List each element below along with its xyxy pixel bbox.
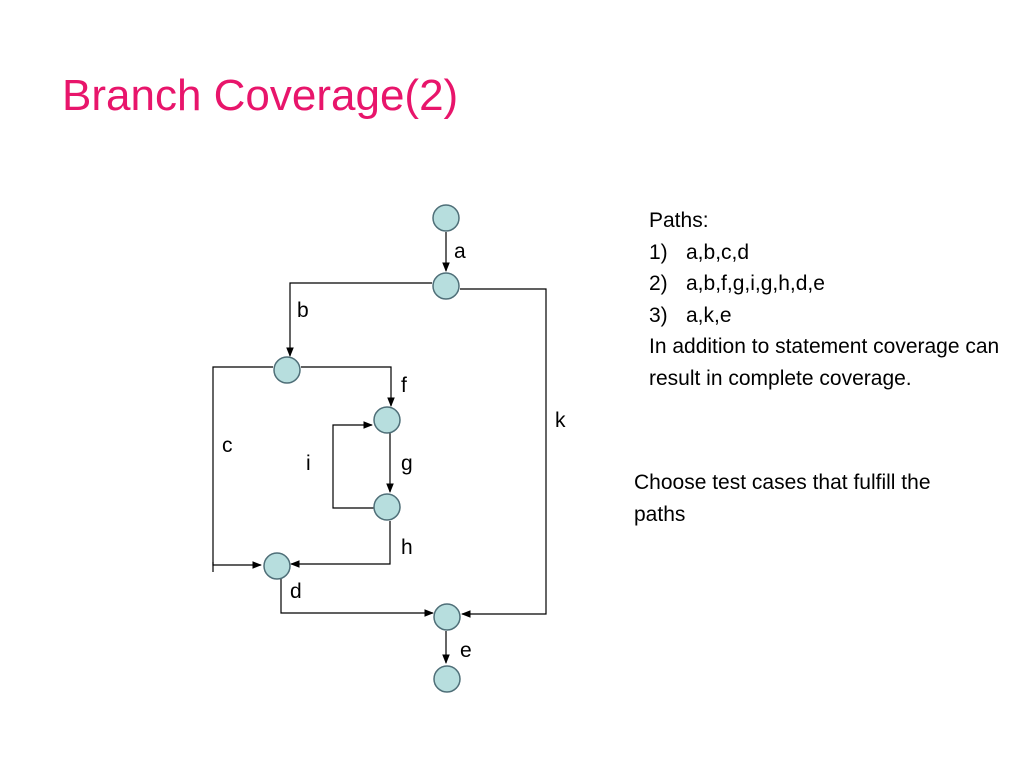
node-join-d — [263, 552, 291, 580]
edge-b — [286, 282, 432, 357]
path-text: a,b,c,d — [686, 240, 750, 264]
path-item: 1) a,b,c,d — [649, 237, 1014, 269]
path-item: 2) a,b,f,g,i,g,h,d,e — [649, 268, 1014, 300]
edge-f — [301, 366, 395, 407]
task-instruction: Choose test cases that fulfill the paths — [634, 471, 931, 526]
edge-c — [212, 366, 273, 569]
edge-h — [290, 521, 391, 568]
path-text: a,k,e — [686, 303, 732, 327]
edge-label-c: c — [222, 434, 233, 457]
node-end — [433, 665, 461, 693]
node-branch-left — [273, 356, 301, 384]
edge-label-g: g — [401, 452, 413, 475]
paths-list: 1) a,b,c,d 2) a,b,f,g,i,g,h,d,e 3) a,k,e — [649, 237, 1014, 332]
paths-block: Paths: 1) a,b,c,d 2) a,b,f,g,i,g,h,d,e 3… — [649, 205, 1014, 394]
edge-label-b: b — [297, 299, 309, 322]
node-loop-tail — [373, 493, 401, 521]
edge-label-k: k — [555, 409, 566, 432]
path-item: 3) a,k,e — [649, 300, 1014, 332]
node-start — [432, 204, 460, 232]
node-loop-head — [373, 406, 401, 434]
slide-title: Branch Coverage(2) — [62, 71, 459, 120]
edge-label-a: a — [454, 240, 466, 263]
coverage-note: In addition to statement coverage can re… — [649, 335, 1000, 390]
edge-d — [280, 578, 434, 617]
edge-label-i: i — [306, 452, 311, 475]
edge-label-f: f — [401, 374, 407, 397]
path-number: 3) — [649, 303, 668, 327]
path-number: 2) — [649, 272, 668, 295]
paths-heading: Paths: — [649, 209, 709, 232]
edge-k — [460, 288, 547, 618]
path-number: 1) — [649, 240, 668, 264]
node-branch-top — [432, 272, 460, 300]
node-join-e — [433, 603, 461, 631]
edge-label-e: e — [460, 639, 472, 662]
edge-i — [332, 421, 376, 509]
edge-label-d: d — [290, 580, 302, 603]
path-text: a,b,f,g,i,g,h,d,e — [686, 272, 825, 295]
edge-label-h: h — [401, 536, 413, 559]
